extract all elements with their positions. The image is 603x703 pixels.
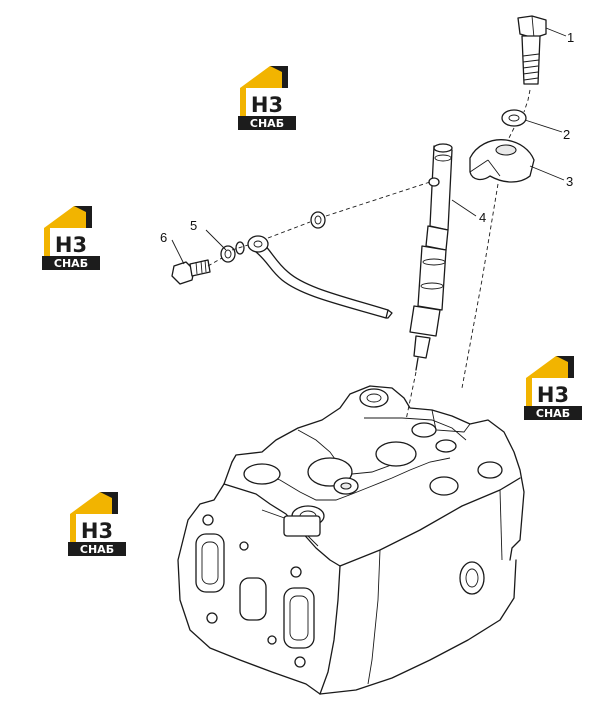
cylinder-head (177, 385, 525, 695)
bolt-washer (501, 109, 527, 127)
sealing-washer (220, 241, 245, 263)
watermark-logo: Н3 СНАБ (524, 356, 582, 420)
callout-2: 2 (563, 127, 570, 142)
fuel-return-line (247, 211, 393, 319)
svg-text:СНАБ: СНАБ (80, 543, 114, 556)
callout-5: 5 (190, 218, 197, 233)
fuel-injector (409, 143, 453, 371)
svg-text:Н3: Н3 (81, 519, 113, 543)
callout-3: 3 (566, 174, 573, 189)
hex-bolt (517, 15, 547, 85)
svg-text:Н3: Н3 (537, 383, 569, 407)
svg-text:СНАБ: СНАБ (536, 407, 570, 420)
watermark-logo: Н3 СНАБ (42, 206, 100, 270)
svg-text:СНАБ: СНАБ (250, 117, 284, 130)
svg-text:Н3: Н3 (55, 233, 87, 257)
callout-1: 1 (567, 30, 574, 45)
callout-4: 4 (479, 210, 486, 225)
watermark-logo: Н3 СНАБ (68, 492, 126, 556)
injector-clamp (469, 139, 535, 183)
watermark-logo: Н3 СНАБ (238, 66, 296, 130)
svg-text:Н3: Н3 (251, 93, 283, 117)
callout-6: 6 (160, 230, 167, 245)
callout-leaders (171, 27, 567, 265)
svg-text:СНАБ: СНАБ (54, 257, 88, 270)
banjo-bolt (171, 259, 211, 285)
